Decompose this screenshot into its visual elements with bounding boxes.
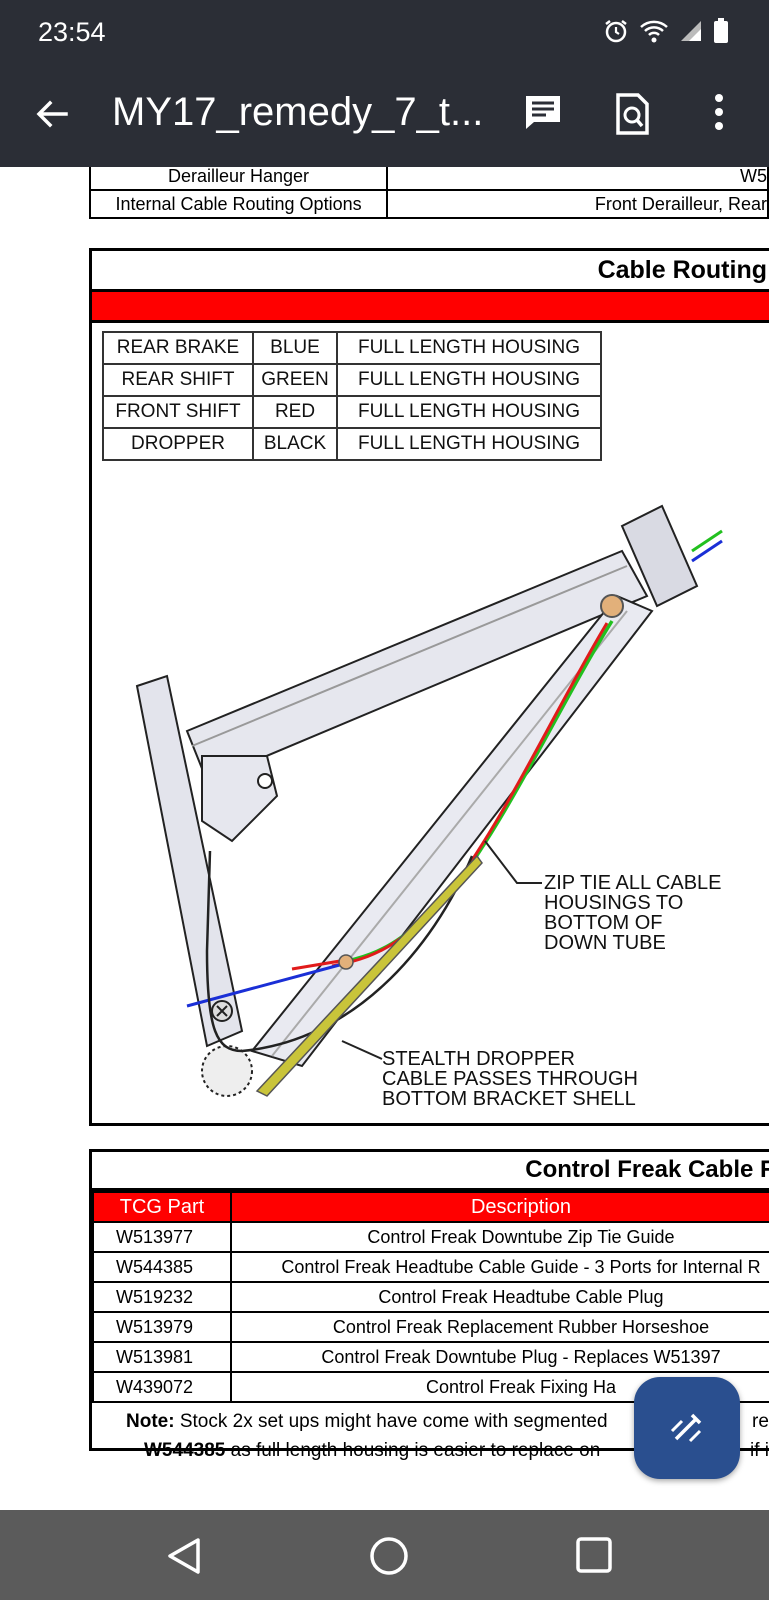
system-nav-bar [0,1510,769,1600]
note-part-ref: W544385 [144,1440,226,1461]
legend-housing: FULL LENGTH HOUSING [336,395,602,429]
nav-back-icon[interactable] [166,1536,202,1576]
spec-table: Derailleur Hanger W5 Internal Cable Rout… [88,167,769,219]
note-label: Note: [126,1411,175,1432]
status-time: 23:54 [38,17,106,47]
part-description: Control Freak Downtube Plug - Replaces W… [230,1341,769,1373]
note-line-1-tail: rek [752,1411,769,1432]
table-row: Internal Cable Routing Options Front Der… [88,189,769,219]
part-description: Control Freak Headtube Cable Plug [230,1281,769,1313]
section-title: Cable Routing D [92,251,769,292]
red-header-bar [92,292,769,323]
nav-home-icon[interactable] [369,1536,409,1576]
callout-line: HOUSINGS TO [544,892,684,914]
part-number: W519232 [92,1281,232,1313]
legend-cable: FRONT SHIFT [102,395,254,429]
table-row: Derailleur Hanger W5 [88,167,769,191]
callout-line: ZIP TIE ALL CABLE [544,872,722,894]
table-row: FRONT SHIFT RED FULL LENGTH HOUSING [102,395,602,429]
more-vert-icon[interactable] [712,92,726,132]
legend-cable: REAR BRAKE [102,331,254,365]
document-title: MY17_remedy_7_t... [112,90,484,134]
note-line-1: Stock 2x set ups might have come with se… [174,1411,608,1432]
comment-icon[interactable] [522,92,564,132]
back-arrow-icon[interactable] [32,94,72,134]
wifi-icon [640,20,668,43]
part-number: W513981 [92,1341,232,1373]
legend-color: BLACK [252,427,338,461]
part-number: W513977 [92,1221,232,1253]
column-header: Description [230,1191,769,1223]
nav-recents-icon[interactable] [575,1536,613,1574]
callout-line: CABLE PASSES THROUGH [382,1068,638,1090]
note-line-2: as full length housing is easier to repl… [225,1440,601,1461]
spec-value: Front Derailleur, Rear [386,189,769,219]
callout-line: DOWN TUBE [544,932,666,954]
battery-icon [714,18,728,43]
legend-color: RED [252,395,338,429]
table-row: DROPPER BLACK FULL LENGTH HOUSING [102,427,602,461]
part-description: Control Freak Replacement Rubber Horsesh… [230,1311,769,1343]
legend-color: BLUE [252,331,338,365]
section-title: Control Freak Cable Ro [92,1152,769,1191]
zip-tie-callout: ZIP TIE ALL CABLE HOUSINGS TO BOTTOM OF … [544,873,722,953]
annotate-fab-button[interactable] [634,1377,740,1479]
part-description: Control Freak Headtube Cable Guide - 3 P… [230,1251,769,1283]
note-line-2-tail: if it [750,1440,769,1461]
legend-housing: FULL LENGTH HOUSING [336,427,602,461]
spec-label: Derailleur Hanger [88,167,389,191]
legend-housing: FULL LENGTH HOUSING [336,331,602,365]
alarm-icon [605,20,627,43]
spec-value: W5 [386,167,769,191]
cable-color-legend: REAR BRAKE BLUE FULL LENGTH HOUSING REAR… [102,331,602,461]
legend-cable: DROPPER [102,427,254,461]
callout-line: BOTTOM OF [544,912,663,934]
document-viewport[interactable]: Derailleur Hanger W5 Internal Cable Rout… [0,167,769,1510]
legend-color: GREEN [252,363,338,397]
legend-cable: REAR SHIFT [102,363,254,397]
part-description: Control Freak Downtube Zip Tie Guide [230,1221,769,1253]
part-number: W513979 [92,1311,232,1343]
table-header-row: TCG Part Description [92,1191,769,1223]
app-bar: MY17_remedy_7_t... [0,64,769,167]
signal-icon [681,21,701,41]
search-document-icon[interactable] [614,92,650,136]
bike-frame-diagram [135,504,723,1097]
status-bar: 23:54 [0,0,769,64]
part-number: W439072 [92,1371,232,1403]
dropper-callout: STEALTH DROPPER CABLE PASSES THROUGH BOT… [382,1049,638,1109]
legend-housing: FULL LENGTH HOUSING [336,363,602,397]
spec-label: Internal Cable Routing Options [88,189,389,219]
callout-line: BOTTOM BRACKET SHELL [382,1088,636,1110]
part-number: W544385 [92,1251,232,1283]
edit-pen-icon [670,1413,702,1443]
callout-line: STEALTH DROPPER [382,1048,575,1070]
note-text: Note: Stock 2x set ups might have come w… [92,1403,769,1465]
table-row: REAR SHIFT GREEN FULL LENGTH HOUSING [102,363,602,397]
cable-routing-section: Cable Routing D [89,248,769,1126]
column-header: TCG Part [92,1191,232,1223]
table-row: REAR BRAKE BLUE FULL LENGTH HOUSING [102,331,602,365]
